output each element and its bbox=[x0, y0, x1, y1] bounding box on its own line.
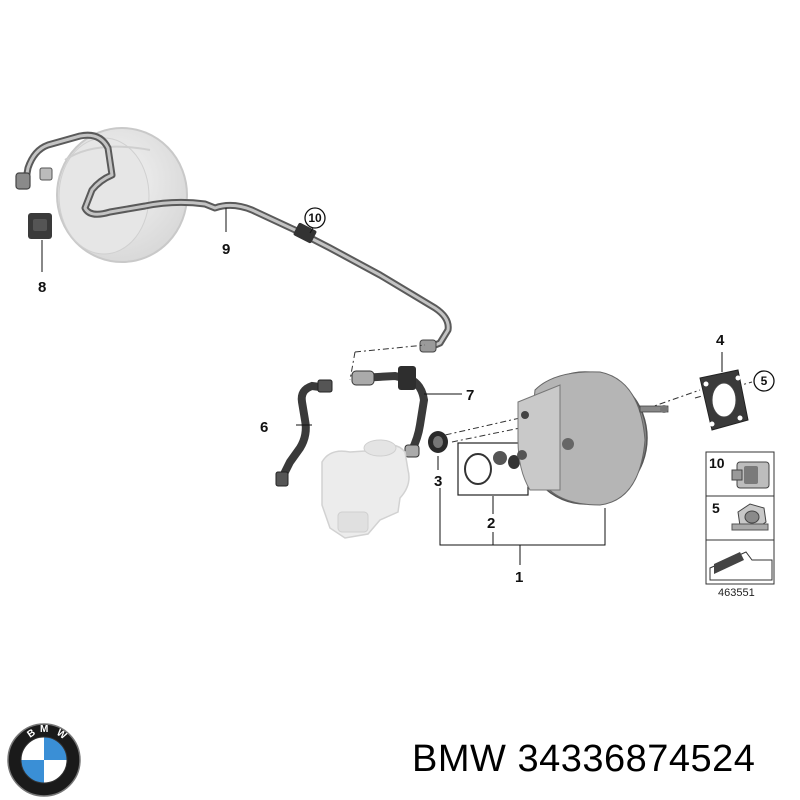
svg-text:5: 5 bbox=[761, 374, 768, 388]
seal-ring bbox=[428, 431, 448, 453]
vacuum-hose bbox=[275, 379, 333, 487]
legend-number-5: 5 bbox=[712, 500, 720, 516]
ghost-master-cylinder bbox=[321, 439, 410, 539]
vacuum-pipe bbox=[15, 131, 452, 353]
brake-booster bbox=[517, 371, 669, 506]
arrow-icon bbox=[709, 551, 773, 581]
legend-number-10: 10 bbox=[709, 455, 725, 471]
leader-lines bbox=[41, 208, 723, 565]
diagram-code: 463551 bbox=[718, 587, 755, 599]
hex-nut-icon bbox=[731, 503, 769, 531]
circled-callout-5: 5 bbox=[753, 370, 775, 392]
svg-text:10: 10 bbox=[308, 211, 322, 225]
brand-name: BMW bbox=[412, 738, 507, 780]
callout-1: 1 bbox=[515, 569, 523, 586]
hose-clip-icon bbox=[731, 461, 770, 489]
callout-3: 3 bbox=[434, 473, 442, 490]
callout-9: 9 bbox=[222, 241, 230, 258]
part-number: 34336874524 bbox=[517, 738, 756, 780]
callout-8: 8 bbox=[38, 279, 46, 296]
callout-7: 7 bbox=[466, 387, 474, 404]
svg-text:M: M bbox=[40, 724, 48, 735]
ghost-brake-booster bbox=[56, 127, 188, 263]
grommet bbox=[28, 213, 52, 239]
callout-4: 4 bbox=[716, 332, 725, 349]
part-caption: BMW 34336874524 bbox=[412, 738, 755, 781]
bmw-logo: B M W bbox=[7, 723, 81, 797]
repair-kit bbox=[457, 442, 529, 496]
gasket bbox=[699, 369, 749, 431]
legend-box: 10 5 bbox=[705, 451, 775, 585]
circled-callout-10: 10 bbox=[304, 207, 326, 229]
callout-2: 2 bbox=[487, 515, 495, 532]
vacuum-hose-with-valve bbox=[351, 366, 429, 458]
callout-6: 6 bbox=[260, 419, 268, 436]
